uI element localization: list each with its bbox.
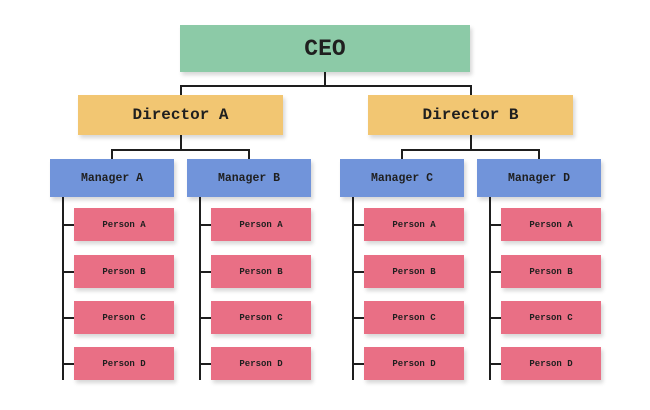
node-manager-a-person-d[interactable]: Person D [74,347,174,380]
connector-line [324,72,326,86]
node-manager-c-person-c[interactable]: Person C [364,301,464,334]
node-manager-b[interactable]: Manager B [187,159,311,197]
node-manager-a-person-b[interactable]: Person B [74,255,174,288]
node-manager-b-person-a[interactable]: Person A [211,208,311,241]
node-manager-a-person-a[interactable]: Person A [74,208,174,241]
connector-line [469,86,472,95]
node-manager-b-person-d[interactable]: Person D [211,347,311,380]
connector-line [179,135,182,150]
node-manager-c-person-d[interactable]: Person D [364,347,464,380]
connector-line [538,150,540,159]
connector-line [401,149,540,151]
connector-line [111,150,113,159]
node-manager-d[interactable]: Manager D [477,159,601,197]
connector-line [352,316,365,319]
connector-line [199,362,212,365]
node-manager-d-person-b[interactable]: Person B [501,255,601,288]
connector-line [199,197,201,380]
connector-line [111,149,250,151]
node-manager-a[interactable]: Manager A [50,159,174,197]
node-director-a[interactable]: Director A [78,95,283,135]
node-manager-d-person-c[interactable]: Person C [501,301,601,334]
connector-line [62,362,75,365]
connector-line [352,362,365,365]
connector-line [401,150,403,159]
connector-line [199,316,212,319]
connector-line [199,223,212,226]
connector-line [489,223,502,226]
connector-line [489,316,502,319]
connector-line [489,362,502,365]
connector-line [62,316,75,319]
node-manager-c-person-a[interactable]: Person A [364,208,464,241]
connector-line [199,270,212,273]
connector-line [352,223,365,226]
connector-line [62,197,64,380]
connector-line [62,223,75,226]
node-manager-b-person-c[interactable]: Person C [211,301,311,334]
node-manager-d-person-a[interactable]: Person A [501,208,601,241]
connector-line [352,197,354,380]
node-manager-b-person-b[interactable]: Person B [211,255,311,288]
node-ceo[interactable]: CEO [180,25,470,72]
node-manager-a-person-c[interactable]: Person C [74,301,174,334]
connector-line [248,150,250,159]
connector-line [352,270,365,273]
connector-line [179,86,182,95]
connector-line [489,270,502,273]
node-manager-c-person-b[interactable]: Person B [364,255,464,288]
connector-line [62,270,75,273]
connector-line [179,85,472,87]
node-manager-d-person-d[interactable]: Person D [501,347,601,380]
node-manager-c[interactable]: Manager C [340,159,464,197]
node-director-b[interactable]: Director B [368,95,573,135]
connector-line [489,197,491,380]
connector-line [469,135,472,150]
